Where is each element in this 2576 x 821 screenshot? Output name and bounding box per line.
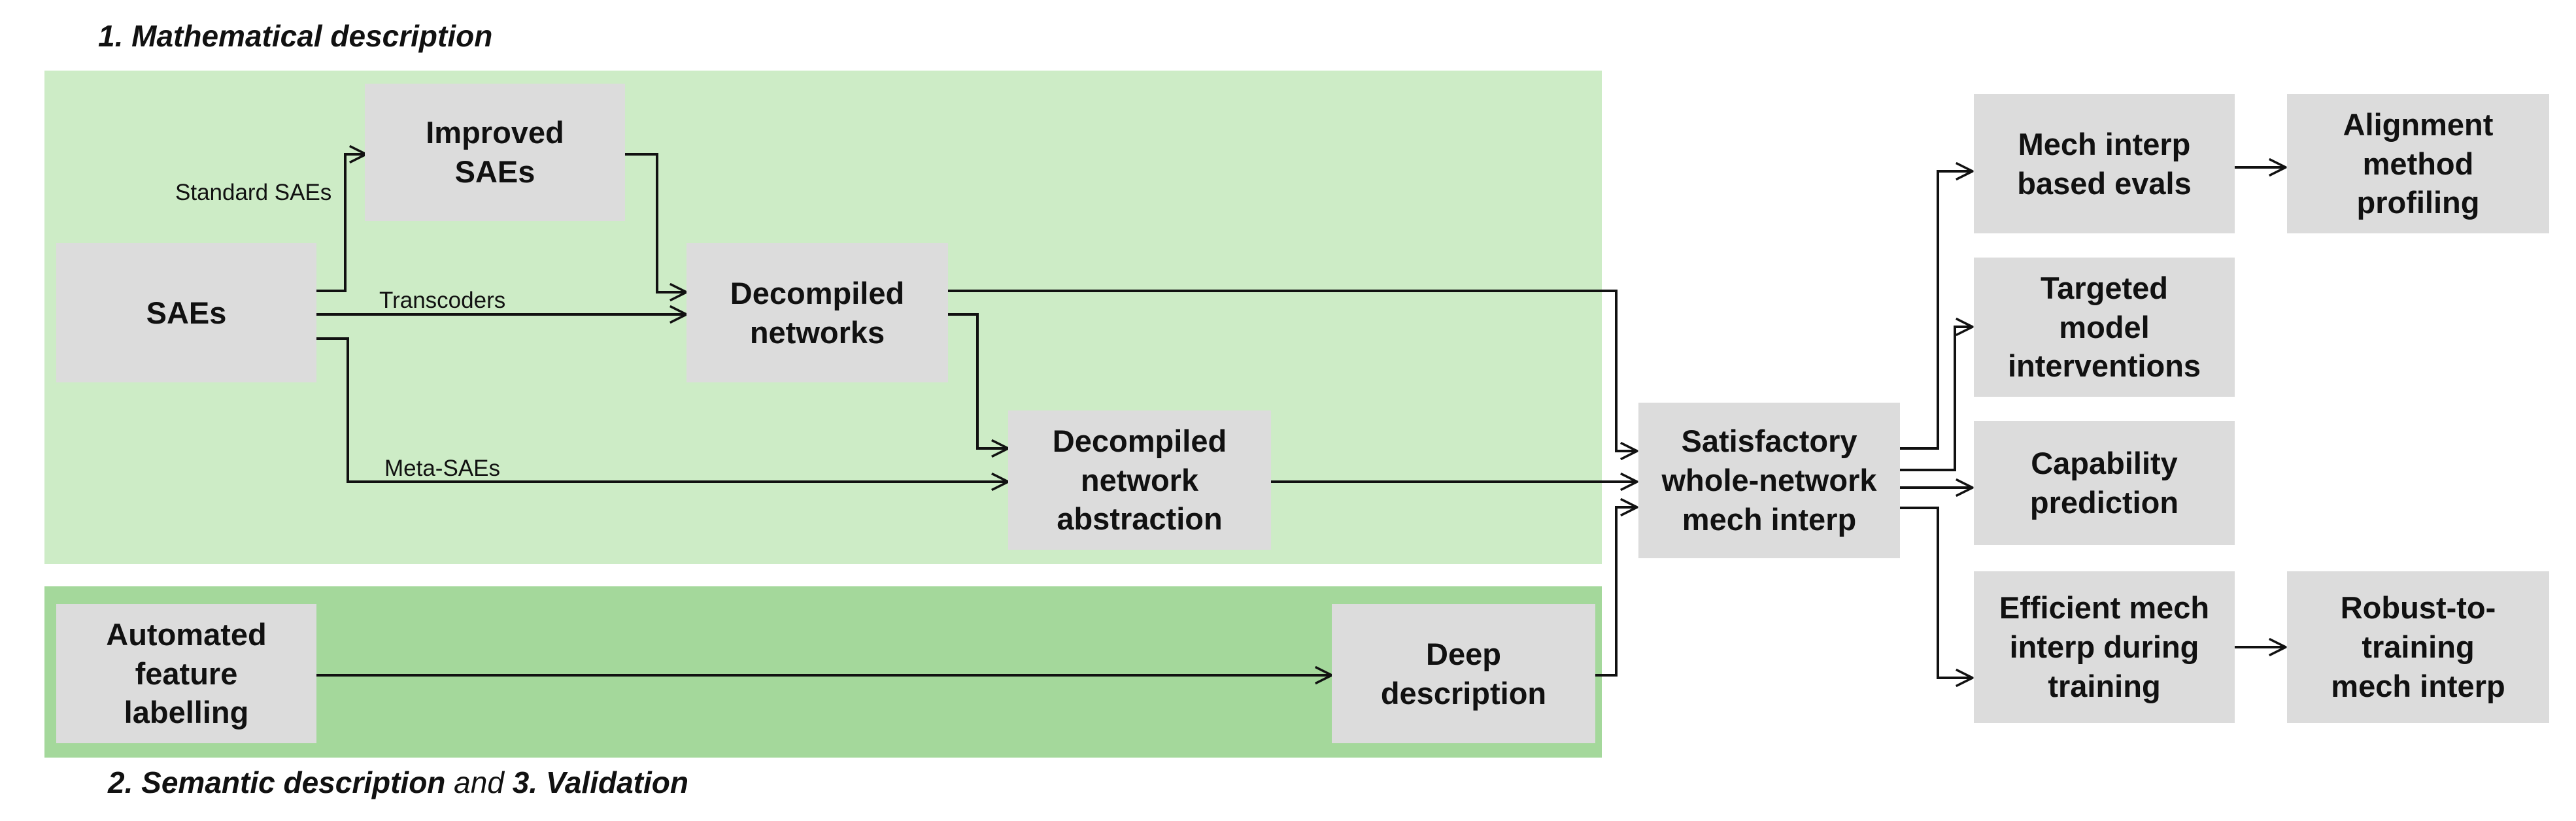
edge-label-meta-saes: Meta-SAEs <box>384 456 500 481</box>
heading-text-validation: Validation <box>545 765 688 799</box>
efficient-mech-interp-node: Efficient mech interp during training <box>1974 571 2235 723</box>
improved-saes-node: Improved SAEs <box>365 84 625 221</box>
alignment-method-profiling-node: Alignment method profiling <box>2287 94 2549 233</box>
robust-to-training-node: Robust-to- training mech interp <box>2287 571 2549 723</box>
capability-prediction-node: Capability prediction <box>1974 421 2235 545</box>
edge-label-standard-saes: Standard SAEs <box>175 180 332 205</box>
decompiled-network-abstraction-node: Decompiled network abstraction <box>1008 410 1271 550</box>
heading-number-3: 3. <box>512 765 538 799</box>
edge-decompiled-to-satisfactory <box>948 290 1637 451</box>
heading-text-semantic: Semantic description <box>141 765 446 799</box>
edge-label-transcoders: Transcoders <box>379 288 506 313</box>
mech-interp-evals-node: Mech interp based evals <box>1974 94 2235 233</box>
decompiled-networks-node: Decompiled networks <box>686 243 948 382</box>
heading-joiner: and <box>454 765 504 799</box>
heading-text: Mathematical description <box>131 19 493 53</box>
edge-satisfactory-to-evals <box>1900 171 1973 450</box>
automated-feature-labelling-node: Automated feature labelling <box>56 604 316 743</box>
mathematical-description-heading: 1. Mathematical description <box>98 18 492 54</box>
edge-decompiled-to-abstraction <box>948 313 1008 448</box>
edge-saes-to-improved-saes <box>316 154 366 292</box>
edge-deep-to-satisfactory <box>1595 507 1637 677</box>
heading-number: 1. <box>98 19 124 53</box>
edge-satisfactory-to-interventions <box>1900 327 1973 471</box>
deep-description-node: Deep description <box>1332 604 1595 743</box>
edge-saes-to-decompiled-abstraction <box>316 337 1008 482</box>
semantic-validation-heading: 2. Semantic description and 3. Validatio… <box>108 765 688 800</box>
satisfactory-whole-network-node: Satisfactory whole-network mech interp <box>1638 403 1900 558</box>
saes-node: SAEs <box>56 243 316 382</box>
edge-satisfactory-to-efficient <box>1900 507 1973 678</box>
edge-improved-to-decompiled-networks <box>625 153 686 292</box>
targeted-model-interventions-node: Targeted model interventions <box>1974 258 2235 397</box>
heading-number-2: 2. <box>108 765 133 799</box>
